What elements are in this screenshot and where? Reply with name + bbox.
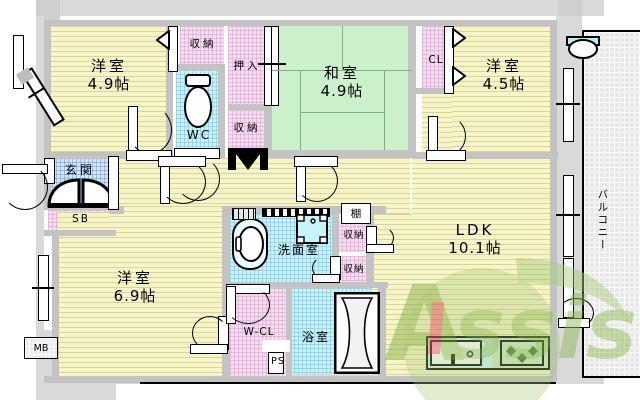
tatami-line-h2 bbox=[300, 112, 384, 114]
door-cl-panel[interactable] bbox=[444, 26, 454, 94]
door-bed-bl-right-threshold bbox=[190, 344, 228, 354]
door-bed-tl-threshold bbox=[126, 150, 172, 161]
wall-corridor-bottom-left bbox=[110, 206, 124, 214]
wall-bed-tr-bottom bbox=[412, 152, 558, 159]
genkan-door-icon[interactable] bbox=[46, 176, 116, 208]
door-washroom-swing bbox=[226, 286, 270, 324]
closet-floor-top-storage bbox=[180, 26, 224, 66]
balcony-door-swing bbox=[558, 298, 594, 328]
label-washitsu: 和室 4.9帖 bbox=[320, 64, 364, 100]
wall-washroom-right bbox=[332, 210, 339, 286]
label-balcony: バルコニー bbox=[596, 188, 609, 252]
shell-line-bottom bbox=[140, 382, 556, 384]
window-bed-tr[interactable] bbox=[563, 68, 574, 142]
wall-bed-tl-bottom bbox=[44, 152, 170, 159]
vanity-sink-icon bbox=[232, 218, 268, 270]
kitchen-sink-icon bbox=[430, 340, 482, 366]
toilet-icon bbox=[184, 74, 212, 128]
window-ldk-upper[interactable] bbox=[563, 175, 574, 257]
door-bed-bl-top-threshold bbox=[158, 156, 206, 167]
wall-wc-top bbox=[172, 64, 224, 71]
genkan-door-frame-right bbox=[108, 156, 119, 210]
wall-wc-right bbox=[218, 64, 225, 158]
label-bathroom: 浴室 bbox=[301, 330, 330, 344]
wall-oshiire-divider bbox=[228, 104, 268, 110]
tatami-line-h1 bbox=[272, 70, 412, 72]
label-ldk: LDK 10.1帖 bbox=[448, 221, 502, 257]
wall-left-outer bbox=[44, 20, 51, 160]
wall-bed-tl-right bbox=[166, 20, 173, 160]
wall-washitsu-right bbox=[408, 20, 416, 158]
label-genkan: 玄関 bbox=[64, 163, 95, 177]
door-ldk-corridor-threshold bbox=[294, 156, 338, 167]
label-cl: CL bbox=[428, 54, 444, 66]
window-ldk-upper-mark bbox=[556, 214, 580, 216]
tatami-line-v3 bbox=[384, 70, 386, 150]
wall-right-inner bbox=[550, 20, 557, 382]
label-bed-tl: 洋室 4.9帖 bbox=[87, 57, 131, 93]
door-bed-bl-right-swing bbox=[192, 316, 228, 350]
door-oshiire-panel-b[interactable] bbox=[271, 26, 279, 106]
wall-washroom-bottom bbox=[228, 282, 336, 289]
room-floor-bed-tr bbox=[452, 26, 556, 154]
label-wcl: W-CL bbox=[243, 326, 275, 338]
label-storage-top: 収納 bbox=[189, 38, 217, 50]
label-storage-ldk-1: 収納 bbox=[343, 230, 365, 241]
label-shelf: 棚 bbox=[341, 203, 371, 224]
door-bed-tl-swing bbox=[128, 106, 172, 154]
bathtub-icon bbox=[334, 292, 380, 374]
door-bed-tr-threshold bbox=[426, 150, 466, 161]
closet-floor-ldk-2 bbox=[338, 256, 370, 286]
wall-bathroom-right bbox=[378, 286, 386, 378]
door-ldk-storage-2-threshold bbox=[312, 274, 340, 283]
label-meter-box: MB bbox=[24, 337, 58, 359]
room-floor-bed-bl-upper bbox=[110, 206, 228, 218]
label-shoe-box: SB bbox=[72, 213, 90, 225]
tatami-line-v1 bbox=[342, 26, 344, 70]
wall-washitsu-bottom bbox=[266, 150, 412, 158]
kitchen-stove-icon bbox=[500, 340, 544, 366]
door-cl-arrow-bottom-icon bbox=[452, 66, 466, 86]
room-floor-ldk-upper bbox=[412, 158, 556, 218]
door-oshiire-mark bbox=[258, 63, 286, 65]
wall-left-lower bbox=[52, 236, 59, 378]
label-storage-ldk-2: 収納 bbox=[343, 264, 365, 275]
structure-top-band bbox=[36, 0, 604, 16]
pipe-shaft-box bbox=[268, 352, 284, 374]
washroom-vent-box bbox=[232, 208, 256, 220]
closet-floor-mid-storage bbox=[228, 110, 266, 150]
door-wc-swing bbox=[176, 157, 220, 201]
closet-floor-oshiire bbox=[228, 26, 266, 106]
washing-machine-pan-icon bbox=[296, 214, 328, 244]
wall-wcl-right bbox=[286, 286, 292, 378]
door-cl-arrow-top-icon bbox=[452, 28, 466, 48]
wall-cl-bottom bbox=[416, 88, 454, 94]
tatami-line-v2 bbox=[300, 70, 302, 150]
label-bed-bl: 洋室 6.9帖 bbox=[113, 269, 157, 305]
oshiire-fusuma-icon bbox=[228, 148, 268, 170]
label-wc: WC bbox=[186, 128, 212, 142]
door-ldk-storage-1-threshold bbox=[366, 244, 394, 253]
label-washroom: 洗面室 bbox=[277, 243, 320, 257]
door-storage-top-arrow-icon bbox=[156, 30, 170, 50]
label-pipe-shaft: PS bbox=[271, 356, 285, 367]
window-bed-tr-mark bbox=[556, 103, 580, 105]
wall-ldk-left-notch bbox=[336, 282, 388, 288]
label-storage-mid: 収納 bbox=[233, 122, 261, 134]
window-bed-tl[interactable] bbox=[13, 35, 24, 89]
room-floor-bed-tl bbox=[44, 26, 170, 154]
label-bed-tr: 洋室 4.5帖 bbox=[482, 57, 526, 93]
label-oshiire: 押入 bbox=[233, 60, 261, 72]
wall-sb-bottom bbox=[44, 230, 116, 236]
door-bed-bl-top-swing bbox=[160, 160, 206, 204]
balcony-vent-icon bbox=[566, 36, 600, 59]
entry-door-swing bbox=[2, 164, 48, 210]
closet-floor-ldk-1 bbox=[338, 222, 370, 252]
door-ldk-corridor-swing bbox=[296, 160, 338, 202]
wall-top bbox=[44, 20, 556, 26]
window-bed-bl-mark bbox=[32, 287, 54, 289]
wall-bottom-main bbox=[44, 376, 556, 383]
balcony-floor bbox=[582, 30, 640, 378]
pipe-shaft-notch bbox=[262, 340, 290, 352]
